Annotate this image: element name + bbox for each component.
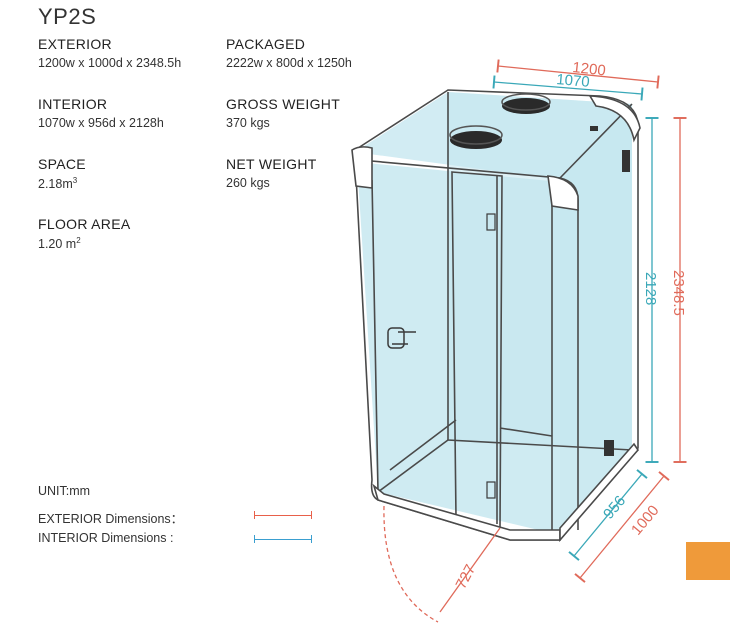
- accent-swatch: [686, 542, 730, 580]
- spec-space-label: SPACE: [38, 156, 86, 172]
- spec-net-weight: NET WEIGHT 260 kgs: [226, 156, 317, 190]
- legend-exterior-label: EXTERIOR Dimensions：: [38, 512, 184, 526]
- door-swing-arc: [383, 505, 439, 623]
- dim-interior-height: 2128: [642, 272, 659, 305]
- spec-net-weight-label: NET WEIGHT: [226, 156, 317, 172]
- side-panel-vent: [622, 150, 630, 172]
- vent-fan-rear: [502, 98, 550, 114]
- side-panel-switch: [604, 440, 614, 456]
- dim-interior-depth: 956: [600, 492, 629, 522]
- spec-exterior-value: 1200w x 1000d x 2348.5h: [38, 56, 182, 70]
- door-swing-radius: [439, 527, 501, 613]
- spec-interior-label: INTERIOR: [38, 96, 108, 112]
- dim-exterior-height: 2348.5: [670, 270, 687, 316]
- spec-packaged-label: PACKAGED: [226, 36, 306, 52]
- spec-space: SPACE 2.18m3: [38, 156, 86, 191]
- spec-packaged: PACKAGED 2222w x 800d x 1250h: [226, 36, 352, 70]
- dim-exterior-width: 1200: [572, 59, 607, 79]
- legend-interior-label: INTERIOR Dimensions :: [38, 531, 174, 545]
- spec-gross-weight-value: 370 kgs: [226, 116, 270, 130]
- dim-exterior-depth: 1000: [628, 502, 662, 538]
- spec-floor-area: FLOOR AREA 1.20 m2: [38, 216, 130, 251]
- spec-interior: INTERIOR 1070w x 956d x 2128h: [38, 96, 164, 130]
- spec-interior-value: 1070w x 956d x 2128h: [38, 116, 164, 130]
- door-hinge-bottom: [486, 481, 496, 499]
- spec-gross-weight-label: GROSS WEIGHT: [226, 96, 341, 112]
- spec-floor-area-label: FLOOR AREA: [38, 216, 131, 232]
- door-handle: [387, 327, 416, 349]
- roof-light-sensor: [590, 126, 598, 131]
- legend-interior-line: [254, 535, 312, 543]
- vent-fan-front: [450, 131, 502, 149]
- legend-exterior-line: [254, 511, 312, 519]
- spec-space-value: 2.18m: [38, 177, 73, 192]
- dim-exterior-depth-line: [574, 471, 670, 583]
- legend-unit: UNIT:mm: [38, 484, 91, 498]
- vent-fan-front-rim: [449, 125, 503, 145]
- dim-door-swing: 727: [453, 562, 480, 592]
- spec-gross-weight: GROSS WEIGHT 370 kgs: [226, 96, 340, 130]
- spec-floor-area-value: 1.20 m: [38, 237, 77, 252]
- product-model: YP2S: [38, 4, 97, 29]
- dim-interior-width: 1070: [556, 71, 591, 91]
- booth-front-wall: [357, 162, 560, 535]
- spec-exterior: EXTERIOR 1200w x 1000d x 2348.5h: [38, 36, 181, 70]
- spec-net-weight-value: 260 kgs: [226, 176, 270, 190]
- spec-space-value-wrap: 2.18m3: [38, 176, 86, 191]
- spec-exterior-label: EXTERIOR: [38, 36, 112, 52]
- spec-floor-area-unit-sup: 2: [76, 236, 81, 245]
- door-hinge-top: [486, 213, 496, 231]
- spec-space-unit-sup: 3: [72, 176, 78, 185]
- dim-interior-width-line: [492, 75, 644, 101]
- spec-packaged-value: 2222w x 800d x 1250h: [226, 56, 352, 70]
- spec-floor-area-value-wrap: 1.20 m2: [38, 236, 130, 251]
